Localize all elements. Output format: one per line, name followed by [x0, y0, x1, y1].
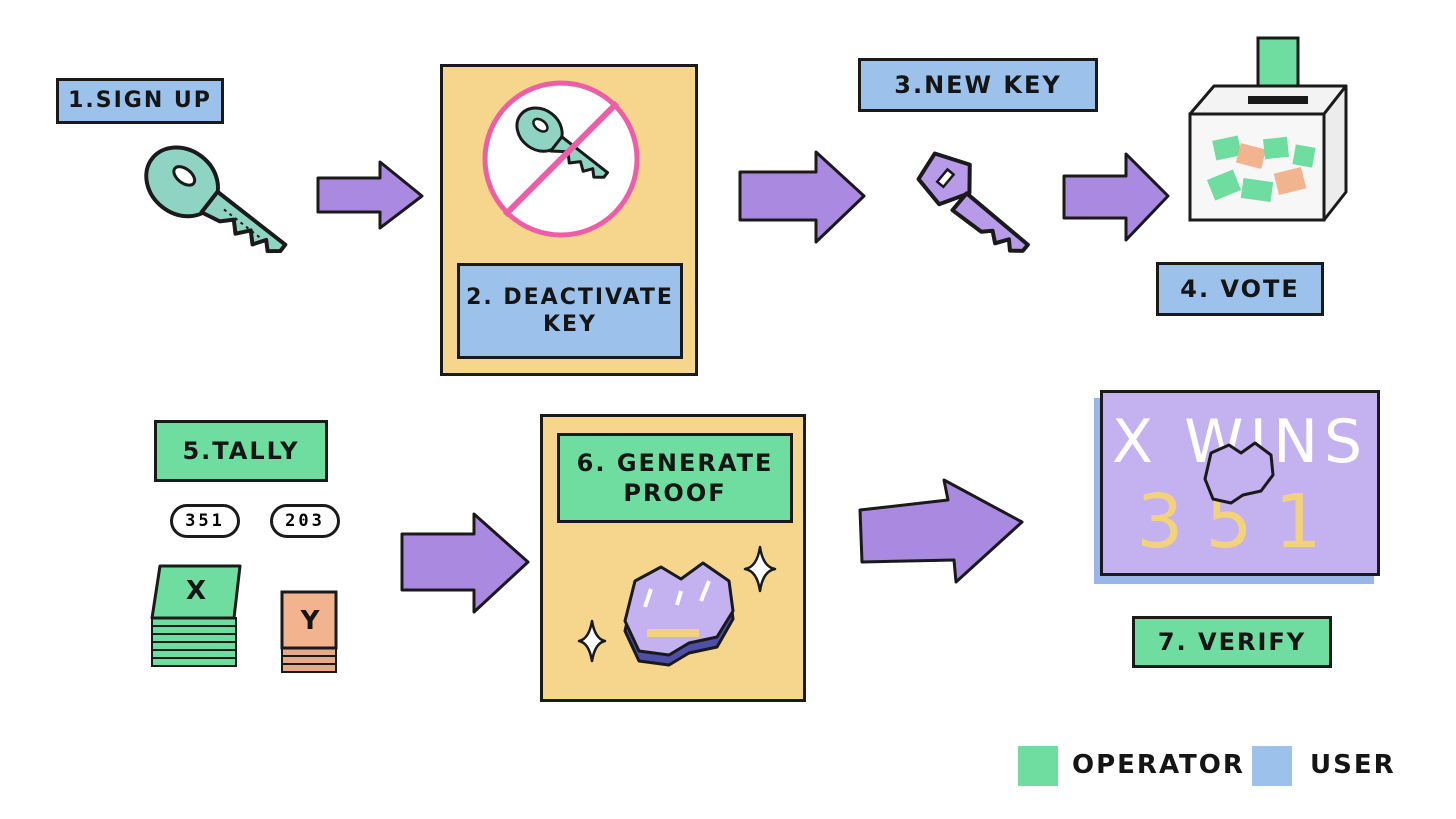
prohibited-key-icon: [482, 80, 640, 238]
generate-line-1: 6. GENERATE: [576, 449, 774, 477]
legend-user-swatch: [1252, 746, 1292, 786]
ballot-x-label: X: [185, 576, 207, 606]
arrow-right-icon: [858, 478, 1024, 584]
generate-line-2: PROOF: [623, 479, 727, 507]
tally-x-count-badge: 351: [170, 504, 240, 538]
result-screen: X WINS 351: [1100, 390, 1380, 576]
sparkle-icon: [577, 619, 607, 663]
deactivate-line-1: 2. DEACTIVATE: [466, 284, 674, 310]
ballot-stack-x: X: [150, 562, 242, 674]
legend-operator-label: OPERATOR: [1072, 750, 1245, 780]
ballot-y-label: Y: [300, 606, 320, 636]
tally-y-count-badge: 203: [270, 504, 340, 538]
step-generate-proof-label: 6. GENERATE PROOF: [557, 433, 793, 523]
legend-operator-swatch: [1018, 746, 1058, 786]
sparkle-icon: [743, 545, 777, 593]
proof-gem-icon: [623, 561, 735, 667]
step-verify-label: 7. VERIFY: [1132, 616, 1332, 668]
step-new-key-label: 3.NEW KEY: [858, 58, 1098, 112]
legend-user-label: USER: [1310, 750, 1396, 780]
deactivate-panel: 2. DEACTIVATE KEY: [440, 64, 698, 376]
step-tally-label: 5.TALLY: [154, 420, 328, 482]
step-vote-label: 4. VOTE: [1156, 262, 1324, 316]
deactivate-line-2: KEY: [542, 312, 597, 337]
step-deactivate-label: 2. DEACTIVATE KEY: [457, 263, 683, 359]
arrow-right-icon: [316, 160, 424, 230]
ballot-stack-icon: [280, 590, 338, 673]
ballot-stack-y: Y: [280, 590, 340, 678]
key-icon: [144, 145, 288, 254]
ballot-stack-icon: [150, 564, 242, 667]
ballot-box-icon: [1188, 36, 1348, 222]
arrow-right-icon: [400, 512, 530, 614]
step-sign-up-label: 1.SIGN UP: [56, 78, 224, 124]
proof-gem-icon: [1203, 441, 1275, 505]
purple-key-icon: [916, 151, 1030, 253]
arrow-right-icon: [1062, 152, 1170, 242]
arrow-right-icon: [738, 150, 866, 244]
generate-proof-panel: 6. GENERATE PROOF: [540, 414, 806, 702]
